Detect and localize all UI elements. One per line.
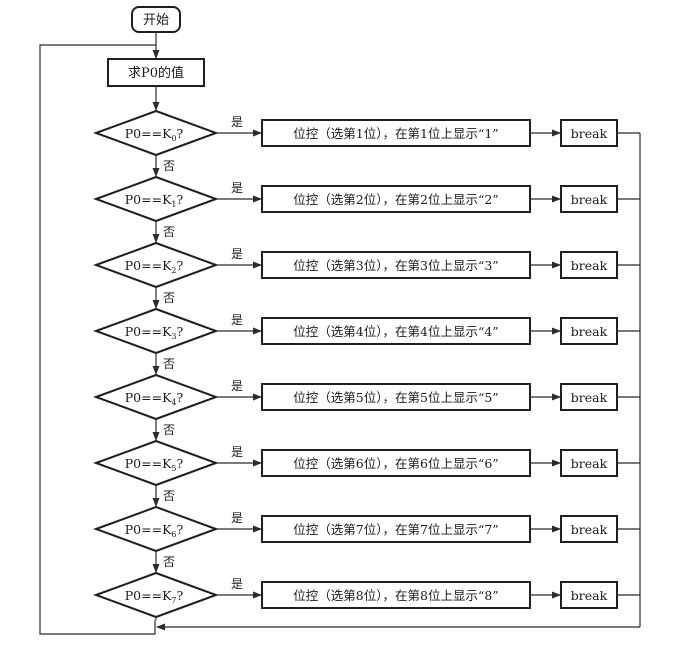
yes-label: 是	[231, 313, 243, 327]
decision-row: P0==K7? 是位控（选第8位），在第8位上显示“8” break	[93, 571, 640, 620]
compute-label: 求P0的值	[128, 65, 184, 81]
action-box	[261, 515, 531, 543]
no-label: 否	[163, 291, 175, 305]
decision-row: P0==K3? 是位控（选第4位），在第4位上显示“4” break 否	[93, 307, 640, 375]
break-box	[560, 449, 618, 477]
no-label: 否	[163, 159, 175, 173]
decision-condition: P0==K4?	[125, 390, 184, 407]
action-label: 位控（选第6位），在第6位上显示“6”	[293, 456, 498, 471]
break-box	[560, 581, 618, 609]
action-label: 位控（选第3位），在第3位上显示“3”	[293, 258, 498, 273]
decision-condition: P0==K5?	[125, 456, 184, 473]
decision-row: P0==K2? 是位控（选第3位），在第3位上显示“3” break 否	[93, 241, 640, 309]
decision-row: P0==K1? 是位控（选第2位），在第2位上显示“2” break 否	[93, 175, 640, 243]
break-label: break	[571, 390, 608, 405]
decision-condition: P0==K0?	[125, 126, 184, 143]
decision-row: P0==K4? 是位控（选第5位），在第5位上显示“5” break 否	[93, 373, 640, 441]
decision-rows: P0==K0?是位控（选第1位），在第1位上显示“1”break否P0==K1?…	[93, 109, 640, 620]
break-label: break	[571, 588, 608, 603]
decision-condition: P0==K3?	[125, 324, 184, 341]
action-box	[261, 581, 531, 609]
action-box	[261, 449, 531, 477]
no-label: 否	[163, 225, 175, 239]
no-label: 否	[163, 357, 175, 371]
no-label: 否	[163, 423, 175, 437]
no-label: 否	[163, 555, 175, 569]
break-box	[560, 251, 618, 279]
break-label: break	[571, 192, 608, 207]
decision-condition: P0==K2?	[125, 258, 184, 275]
no-label: 否	[163, 489, 175, 503]
yes-label: 是	[231, 247, 243, 261]
action-box	[261, 185, 531, 213]
action-label: 位控（选第7位），在第7位上显示“7”	[293, 522, 498, 537]
yes-label: 是	[231, 445, 243, 459]
yes-label: 是	[231, 511, 243, 525]
action-label: 位控（选第4位），在第4位上显示“4”	[293, 324, 498, 339]
action-label: 位控（选第5位），在第5位上显示“5”	[293, 390, 498, 405]
start-node: 开始	[131, 6, 181, 33]
yes-label: 是	[231, 181, 243, 195]
start-label: 开始	[143, 13, 169, 28]
action-box	[261, 383, 531, 411]
action-box	[261, 251, 531, 279]
compute-node: 求P0的值	[107, 58, 205, 87]
decision-row: P0==K6? 是位控（选第7位），在第7位上显示“7” break 否	[93, 505, 640, 573]
decision-row: P0==K0? 是位控（选第1位），在第1位上显示“1” break 否	[93, 109, 640, 177]
break-box	[560, 119, 618, 147]
break-label: break	[571, 258, 608, 273]
decision-condition: P0==K6?	[125, 522, 184, 539]
action-label: 位控（选第8位），在第8位上显示“8”	[293, 588, 498, 603]
break-label: break	[571, 456, 608, 471]
loop-back-line	[39, 44, 156, 635]
decision-condition: P0==K1?	[125, 192, 184, 209]
decision-row: P0==K5? 是位控（选第6位），在第6位上显示“6” break 否	[93, 439, 640, 507]
break-label: break	[571, 522, 608, 537]
decision-condition: P0==K7?	[125, 588, 184, 605]
action-label: 位控（选第2位），在第2位上显示“2”	[293, 192, 498, 207]
yes-label: 是	[231, 379, 243, 393]
break-box	[560, 317, 618, 345]
break-label: break	[571, 324, 608, 339]
break-box	[560, 515, 618, 543]
action-box	[261, 317, 531, 345]
yes-label: 是	[231, 577, 243, 591]
action-label: 位控（选第1位），在第1位上显示“1”	[293, 126, 498, 141]
break-label: break	[571, 126, 608, 141]
yes-label: 是	[231, 115, 243, 129]
